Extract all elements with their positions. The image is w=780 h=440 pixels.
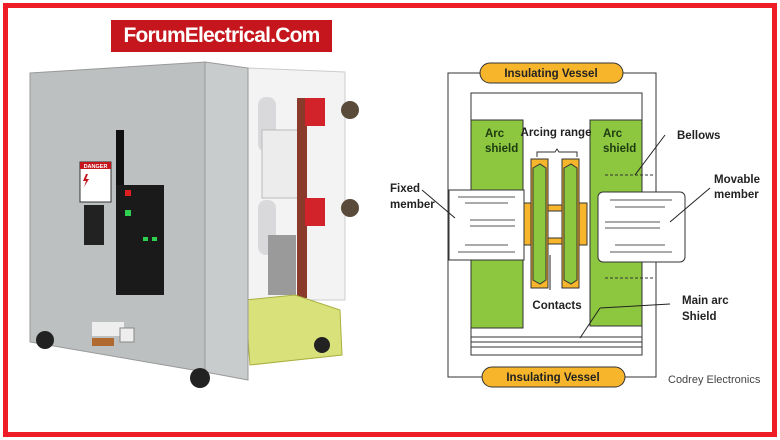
wheel xyxy=(190,368,210,388)
lightning-icon xyxy=(83,174,89,187)
fixed-member-label-2: member xyxy=(390,199,435,211)
terminal-bottom xyxy=(305,198,325,226)
arcing-range-label: Arcing range xyxy=(521,127,592,139)
insulating-vessel-top xyxy=(479,62,624,84)
insulating-vessel-top-label: Insulating Vessel xyxy=(504,68,597,80)
red-indicator xyxy=(125,190,131,196)
arc-shield-right-label-2: shield xyxy=(603,143,636,155)
insulating-vessel-bottom xyxy=(481,366,626,388)
vacuum-circuit-breaker-photo: DANGER xyxy=(29,61,359,388)
vacuum-interrupter xyxy=(261,129,301,199)
vacuum-interrupter-diagram xyxy=(421,62,711,388)
red-frame xyxy=(3,3,777,437)
credit-text: Codrey Electronics xyxy=(668,374,761,386)
terminal-top xyxy=(305,98,325,126)
fixed-member xyxy=(448,189,525,261)
bellows-label: Bellows xyxy=(677,130,720,142)
main-arc-shield-label-2: Shield xyxy=(682,311,717,323)
insulating-vessel-bottom-label: Insulating Vessel xyxy=(506,372,599,384)
wheel xyxy=(36,331,54,349)
wheel xyxy=(314,337,330,353)
green-indicator xyxy=(125,210,131,216)
fixed-member-label-1: Fixed xyxy=(390,183,420,195)
main-arc-shield-label-1: Main arc xyxy=(682,295,729,307)
movable-member-label-2: member xyxy=(714,189,759,201)
arc-shield-right-label-1: Arc xyxy=(603,128,623,140)
contacts-label: Contacts xyxy=(532,300,581,312)
arc-shield-left-label-2: shield xyxy=(485,143,518,155)
bracket xyxy=(244,294,343,366)
danger-label-text: DANGER xyxy=(84,164,108,170)
movable-member-label-1: Movable xyxy=(714,174,760,186)
arc-shield-left-label-1: Arc xyxy=(485,128,505,140)
site-banner: ForumElectrical.Com xyxy=(111,20,332,52)
